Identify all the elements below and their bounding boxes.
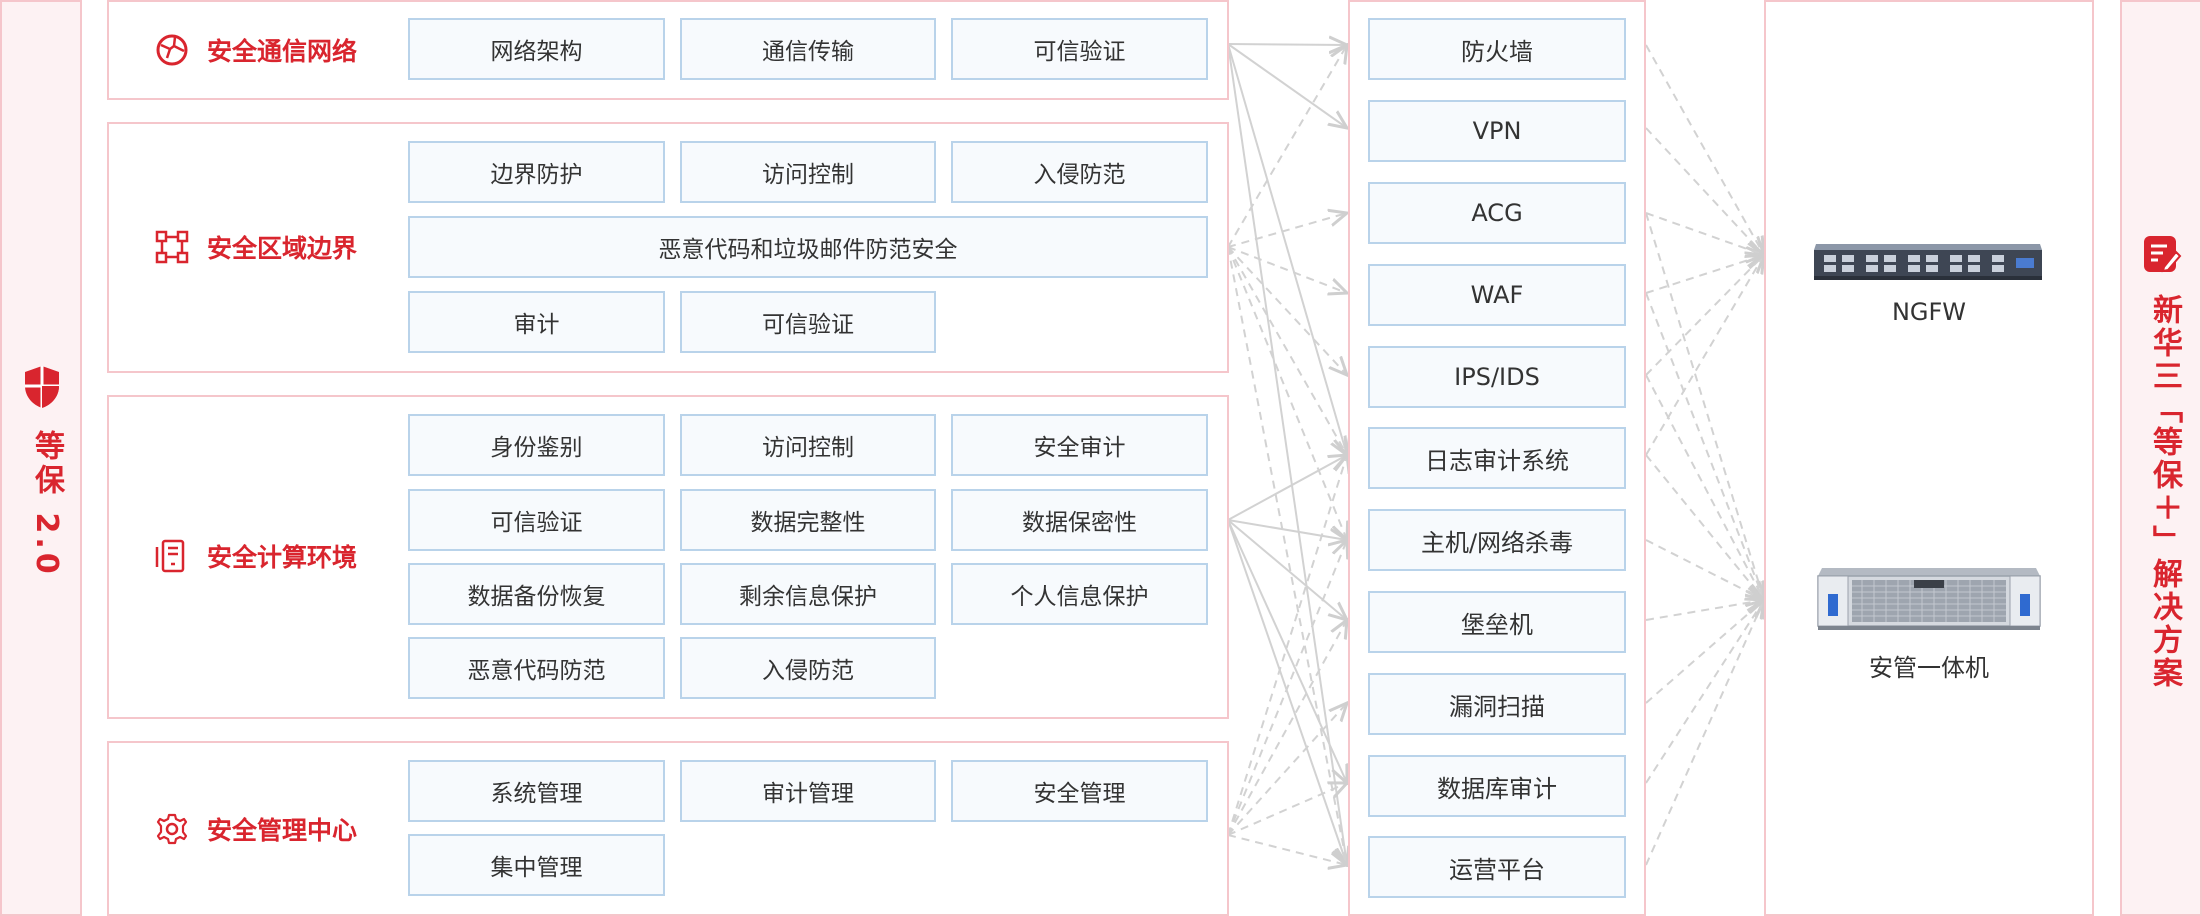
connector-line [1645,454,1764,600]
connector-line [1227,44,1347,45]
rack-server-icon [1817,568,2041,630]
connector-line [1227,246,1347,540]
document-edit-icon [2144,236,2182,273]
connector-line [1227,703,1347,836]
connector-line [1645,539,1764,600]
requirement-box: 入侵防范 [951,141,1208,203]
tool-box-db-audit: 数据库审计 [1368,755,1626,817]
requirement-box: 通信传输 [680,18,936,80]
connector-line [1227,45,1347,248]
tool-box-antivirus: 主机/网络杀毒 [1368,509,1626,571]
requirement-box: 入侵防范 [680,637,936,699]
requirement-box: 数据备份恢复 [408,563,665,625]
tool-box-waf: WAF [1368,264,1626,326]
connector-line [1227,246,1347,375]
requirement-box: 恶意代码防范 [408,637,665,699]
connector-line [1227,43,1347,128]
tool-box-log-audit: 日志审计系统 [1368,427,1626,489]
tool-box-acg: ACG [1368,182,1626,244]
requirement-box: 身份鉴别 [408,414,665,476]
requirement-box: 边界防护 [408,141,665,203]
category-title-text: 安全计算环境 [207,543,358,572]
connector-line [1227,246,1347,865]
device-label-ngfw: NGFW [1891,298,1967,326]
connector-line [1645,374,1764,600]
connector-line [1227,455,1347,521]
requirement-box: 安全管理 [951,760,1208,822]
boundary-nodes-icon [155,230,189,264]
globe-network-icon [156,34,188,66]
tool-box-ops-platform: 运营平台 [1368,836,1626,898]
requirement-box: 剩余信息保护 [680,563,936,625]
left-label-panel: 等保 2.0 [0,0,82,916]
requirement-box: 访问控制 [680,414,936,476]
devices-panel [1764,0,2094,916]
requirement-box: 恶意代码和垃圾邮件防范安全 [408,216,1208,278]
connector-line [1227,43,1347,865]
connector-line [1645,44,1764,255]
connector-line [1227,246,1347,455]
firewall-appliance-icon [1814,244,2042,280]
category-title-computing-environment: 安全计算环境 [155,538,357,574]
connector-line [1227,519,1347,865]
tool-box-bastion: 堡垒机 [1368,591,1626,653]
tool-box-ips-ids: IPS/IDS [1368,346,1626,408]
connector-line [1227,834,1347,865]
connector-line [1227,540,1347,836]
connector-line [1227,519,1347,620]
category-title-communication-network: 安全通信网络 [155,32,357,68]
connector-line [1645,600,1764,866]
connector-line [1645,255,1764,376]
connector-line [1227,783,1347,836]
connector-line [1227,519,1347,783]
connector-line [1227,213,1347,248]
connector-line [1645,292,1764,600]
connector-line [1227,455,1347,836]
connector-line [1227,519,1347,540]
category-title-text: 安全通信网络 [207,37,358,66]
requirement-box: 安全审计 [951,414,1208,476]
connector-line [1645,255,1764,456]
requirement-box: 审计 [408,291,665,353]
requirement-box: 网络架构 [408,18,665,80]
requirement-box: 可信验证 [680,291,936,353]
right-label: 新华三「等保＋」解决方案 [2147,294,2182,690]
requirement-box: 审计管理 [680,760,936,822]
tool-box-firewall: 防火墙 [1368,18,1626,80]
connector-line [1645,600,1764,704]
category-title-text: 安全区域边界 [207,234,358,263]
connector-line [1645,600,1764,621]
device-label-security-appliance: 安管一体机 [1869,654,1989,682]
category-title-management-center: 安全管理中心 [155,811,357,847]
gear-icon [156,813,188,845]
requirement-box: 可信验证 [408,489,665,551]
tool-box-vuln-scan: 漏洞扫描 [1368,673,1626,735]
connector-line [1645,212,1764,255]
connector-line [1645,600,1764,784]
connector-line [1645,212,1764,600]
requirement-box: 数据完整性 [680,489,936,551]
server-device-icon [155,539,185,573]
right-label-panel: 新华三「等保＋」解决方案 [2120,0,2202,916]
shield-icon [25,366,59,408]
tool-box-vpn: VPN [1368,100,1626,162]
requirement-box: 可信验证 [951,18,1208,80]
connector-line [1227,246,1347,293]
category-title-text: 安全管理中心 [207,816,358,845]
requirement-box: 个人信息保护 [951,563,1208,625]
requirement-box: 访问控制 [680,141,936,203]
requirement-box: 集中管理 [408,834,665,896]
connector-line [1227,43,1347,455]
category-title-area-boundary: 安全区域边界 [155,229,357,265]
left-label: 等保 2.0 [29,430,64,578]
requirement-box: 系统管理 [408,760,665,822]
connector-line [1645,127,1764,255]
requirement-box: 数据保密性 [951,489,1208,551]
connector-line [1645,255,1764,294]
